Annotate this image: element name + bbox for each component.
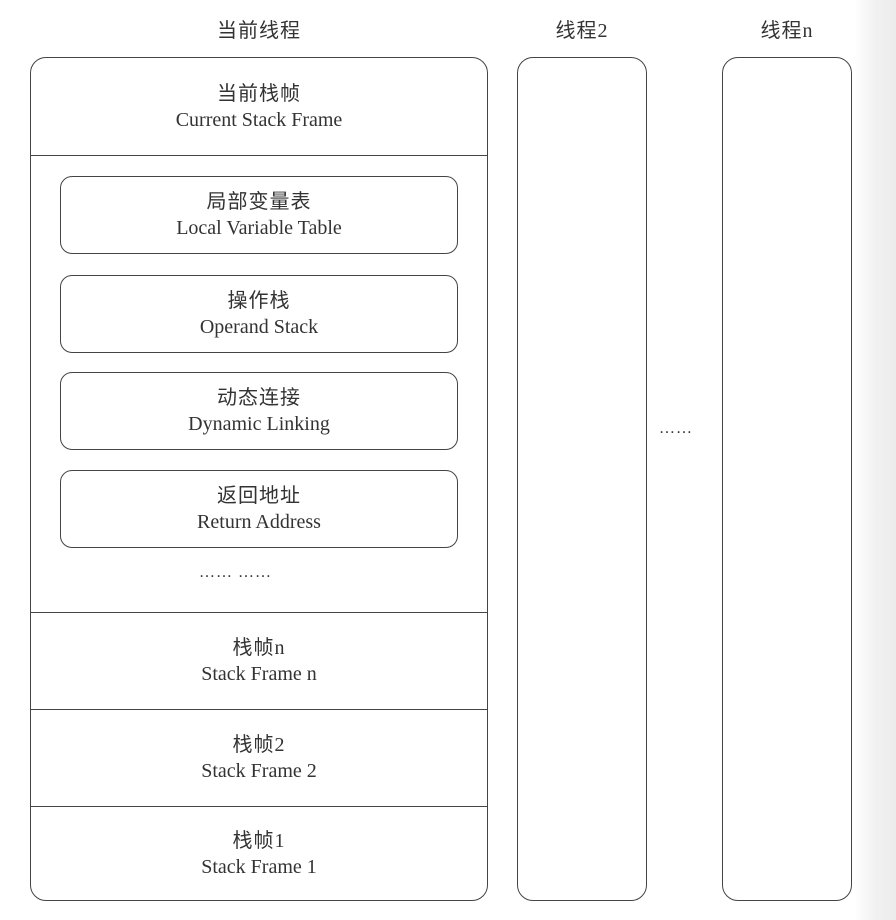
stack-frame-n: 栈帧n Stack Frame n [31, 613, 487, 710]
return-address: 返回地址 Return Address [60, 470, 458, 548]
thread-2-stack [517, 57, 647, 901]
stack-frame-1-en: Stack Frame 1 [201, 855, 317, 878]
stack-frame-2: 栈帧2 Stack Frame 2 [31, 710, 487, 807]
stack-frame-n-en: Stack Frame n [201, 663, 317, 685]
current-thread-title: 当前线程 [217, 20, 301, 42]
stack-frame-2-zh: 栈帧2 [232, 734, 286, 756]
current-frame-contents: 局部变量表 Local Variable Table 操作栈 Operand S… [31, 156, 487, 613]
stack-frame-1-zh: 栈帧1 [232, 829, 286, 852]
current-thread-stack: 当前栈帧 Current Stack Frame 局部变量表 Local Var… [30, 57, 488, 901]
dynamic-linking-en: Dynamic Linking [188, 413, 330, 435]
current-stack-frame-zh: 当前栈帧 [217, 82, 301, 105]
local-variable-table: 局部变量表 Local Variable Table [60, 176, 458, 254]
operand-stack-en: Operand Stack [199, 316, 319, 338]
stack-frame-1: 栈帧1 Stack Frame 1 [31, 807, 487, 900]
thread-2-title: 线程2 [555, 20, 609, 42]
operand-stack-zh: 操作栈 [227, 290, 291, 312]
local-variable-table-en: Local Variable Table [176, 217, 342, 239]
more-components-ellipsis: …… …… [199, 564, 272, 581]
return-address-zh: 返回地址 [217, 485, 301, 507]
thread-n-title: 线程n [760, 20, 814, 42]
more-threads-ellipsis: …… [659, 420, 693, 437]
stack-frame-n-zh: 栈帧n [232, 637, 286, 659]
return-address-en: Return Address [197, 511, 321, 533]
dynamic-linking: 动态连接 Dynamic Linking [60, 372, 458, 450]
local-variable-table-zh: 局部变量表 [206, 191, 312, 213]
operand-stack: 操作栈 Operand Stack [60, 275, 458, 353]
thread-n-stack [722, 57, 852, 901]
dynamic-linking-zh: 动态连接 [217, 387, 301, 409]
stack-frame-2-en: Stack Frame 2 [201, 760, 317, 782]
current-stack-frame: 当前栈帧 Current Stack Frame [31, 58, 487, 156]
current-stack-frame-en: Current Stack Frame [175, 108, 343, 131]
